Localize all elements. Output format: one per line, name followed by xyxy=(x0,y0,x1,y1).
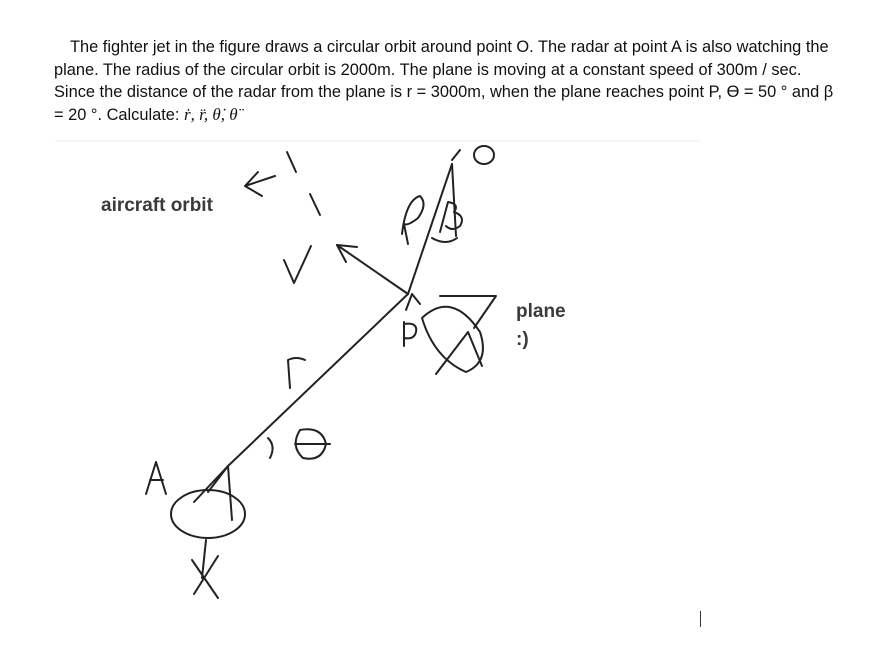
orbit-arrow xyxy=(244,171,276,197)
orbit-tangent xyxy=(286,151,321,216)
problem-statement: The fighter jet in the figure draws a ci… xyxy=(54,36,844,126)
plane-wing xyxy=(435,295,497,375)
radar-dish xyxy=(170,489,246,539)
P-glyph xyxy=(403,321,418,347)
line-rho xyxy=(407,163,453,295)
v-glyph xyxy=(283,245,312,284)
r-glyph xyxy=(287,357,306,389)
velocity-line xyxy=(336,244,409,295)
text-cursor xyxy=(700,611,701,627)
O-point xyxy=(451,149,461,161)
O-circle xyxy=(473,145,495,165)
beta-glyph xyxy=(439,201,463,233)
radar-cone xyxy=(193,465,233,521)
unknowns-formula: ṙ, r̈, θ̇, θ̈ xyxy=(184,104,238,124)
plane-body xyxy=(421,305,484,373)
A-glyph xyxy=(145,461,167,495)
radar-mount xyxy=(191,539,219,599)
plane-arrow xyxy=(405,293,421,311)
beta-arc xyxy=(431,237,458,243)
theta-glyph xyxy=(294,428,331,460)
line-r xyxy=(227,293,409,467)
theta-arc xyxy=(267,437,274,459)
plane-label-line1: plane xyxy=(516,301,566,322)
vertical-ref-O xyxy=(451,163,457,237)
plane-label-line2: :) xyxy=(516,329,529,350)
orbit-label: aircraft orbit xyxy=(101,195,213,216)
plane-label: plane :) xyxy=(516,298,566,354)
rho-glyph xyxy=(401,195,425,245)
velocity-arrowhead xyxy=(336,244,358,263)
problem-text: The fighter jet in the figure draws a ci… xyxy=(54,38,834,124)
